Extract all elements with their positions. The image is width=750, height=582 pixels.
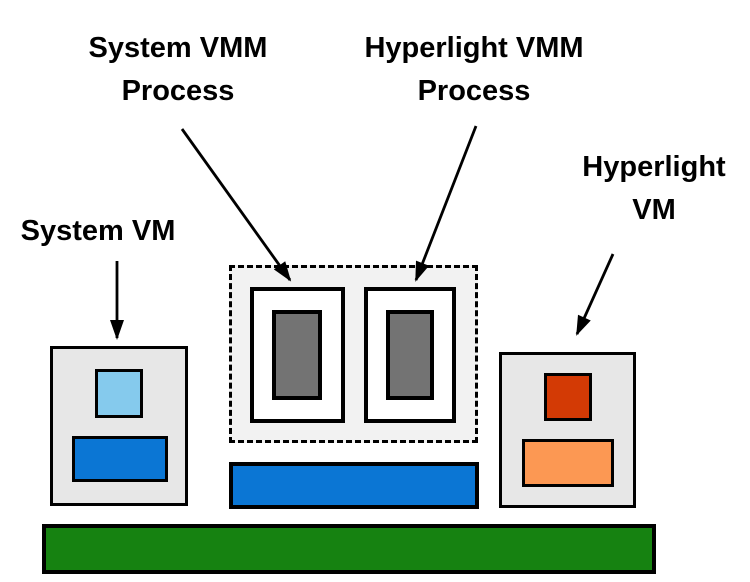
hyperlight-vmm-process-label-line2: Process	[417, 75, 531, 107]
hyperlight-vmm-process-label: Hyperlight VMM Process	[344, 27, 604, 113]
arrow-hyperlight-vm	[575, 253, 615, 336]
hyperlight-vmm-process-label-line1: Hyperlight VMM	[364, 32, 584, 64]
system-vmm-process-label: System VMM Process	[48, 27, 308, 113]
system-vm-label: System VM	[20, 215, 176, 247]
hyperlight-vm-label: Hyperlight VM	[574, 146, 734, 232]
arrow-hyperlight-vmm-process	[414, 125, 478, 282]
system-vmm-process-inner-rect	[272, 310, 322, 400]
vmm-blue-bar	[229, 462, 479, 509]
host-green-bar	[42, 524, 656, 574]
hyperlight-vm-inner-square	[544, 373, 592, 421]
hyperlight-vm-inner-bar	[522, 439, 614, 487]
hyperlight-vm-label-line1: Hyperlight	[582, 151, 726, 183]
system-vm-inner-square	[95, 369, 143, 418]
system-vm-inner-bar	[72, 436, 168, 482]
system-vmm-process-label-line2: Process	[121, 75, 235, 107]
system-vmm-process-label-line1: System VMM	[88, 32, 268, 64]
hyperlight-vmm-process-inner-rect	[386, 310, 434, 400]
hyperlight-vm-label-line2: VM	[632, 194, 676, 226]
arrow-system-vmm-process	[180, 128, 292, 282]
